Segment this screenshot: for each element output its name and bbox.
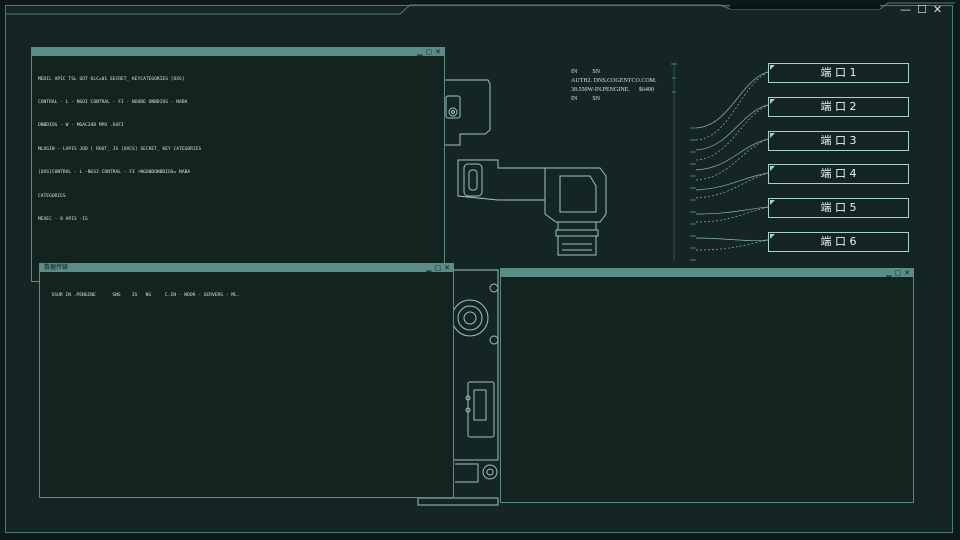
port-1-button[interactable]: 端 口 1 (768, 63, 909, 83)
minimize-icon[interactable]: ▁ (426, 264, 432, 272)
close-icon[interactable]: ✕ (932, 2, 943, 16)
console-line: CATEGORIES (38, 193, 66, 199)
close-icon[interactable]: ✕ (904, 269, 910, 277)
console-output: MEDIL APIC TSL OOT OLC=01 SECRET_ KEYCAT… (38, 60, 438, 239)
console-line: MEDIL APIC TSL OOT OLC=01 SECRET_ KEYCAT… (38, 76, 185, 82)
transfer-output: SSUR IN .PENGINE SNS IS NS C.IN - NOOR -… (46, 276, 447, 315)
window-controls: — ☐ ✕ (900, 3, 942, 15)
port-label: 端 口 1 (820, 66, 857, 79)
port-label: 端 口 2 (820, 100, 857, 113)
maximize-icon[interactable]: ▢ (434, 264, 442, 272)
port-2-button[interactable]: 端 口 2 (768, 97, 909, 117)
transfer-line: SSUR IN .PENGINE SNS IS NS C.IN - NOOR -… (46, 292, 240, 298)
connection-info: IN SN AUTH2. DNS.COGENTCO.COM. 38.550W-I… (571, 68, 657, 104)
corner-mark (770, 166, 775, 171)
minimize-icon[interactable]: ▁ (417, 48, 423, 56)
corner-mark (770, 99, 775, 104)
close-icon[interactable]: ✕ (444, 264, 450, 272)
console-line: MEXEC - 8 APIS -IS (38, 216, 88, 222)
ruler-ticks (671, 62, 696, 261)
maximize-icon[interactable]: ▢ (425, 48, 433, 56)
port-4-button[interactable]: 端 口 4 (768, 164, 909, 184)
panel-controls: ▁ ▢ ✕ (426, 264, 450, 272)
port-label: 端 口 6 (820, 235, 857, 248)
port-3-button[interactable]: 端 口 3 (768, 131, 909, 151)
info-line: AUTH2. DNS.COGENTCO.COM. (571, 78, 657, 84)
port-5-button[interactable]: 端 口 5 (768, 198, 909, 218)
panel-controls: ▁ ▢ ✕ (417, 48, 441, 56)
panel-titlebar[interactable]: ▁ ▢ ✕ (501, 269, 913, 277)
minimize-icon[interactable]: — (900, 2, 911, 16)
corner-mark (770, 234, 775, 239)
maximize-icon[interactable]: ☐ (917, 2, 927, 16)
robot-arm-illustration (417, 79, 607, 506)
panel-titlebar[interactable]: 数据传输 ▁ ▢ ✕ (40, 264, 453, 272)
panel-titlebar[interactable]: ▁ ▢ ✕ (32, 48, 444, 56)
console-line: CONTRAL - L - NGOI CONTRAL - FI - NOODE … (38, 99, 188, 105)
console-line: MLOGIN - LAPIS JOD [ ROOT_ JS [OXCS] SEC… (38, 146, 202, 152)
info-line: IN SN (571, 69, 601, 75)
port-6-button[interactable]: 端 口 6 (768, 232, 909, 252)
port-label: 端 口 4 (820, 167, 857, 180)
empty-panel: ▁ ▢ ✕ (500, 268, 914, 503)
info-line: IN SN (571, 96, 601, 102)
panel-title: 数据传输 (44, 264, 69, 271)
corner-mark (770, 65, 775, 70)
info-line: 38.550W-IN.PENGINE. $6400 (571, 87, 654, 93)
corner-mark (770, 133, 775, 138)
port-label: 端 口 5 (820, 201, 857, 214)
minimize-icon[interactable]: ▁ (886, 269, 892, 277)
port-wires (695, 71, 769, 251)
console-panel: ▁ ▢ ✕ MEDIL APIC TSL OOT OLC=01 SECRET_ … (31, 47, 445, 282)
port-label: 端 口 3 (820, 134, 857, 147)
corner-mark (770, 200, 775, 205)
console-line: ONBDIOS - W - MGAC34D MPO .OXFI (38, 123, 124, 129)
console-line: [OXS]CONTRAL - L -NGS2 CONTRAL - FI +NGO… (38, 170, 191, 176)
data-transfer-panel: 数据传输 ▁ ▢ ✕ SSUR IN .PENGINE SNS IS NS C.… (39, 263, 454, 498)
panel-controls: ▁ ▢ ✕ (886, 269, 910, 277)
close-icon[interactable]: ✕ (435, 48, 441, 56)
maximize-icon[interactable]: ▢ (894, 269, 902, 277)
